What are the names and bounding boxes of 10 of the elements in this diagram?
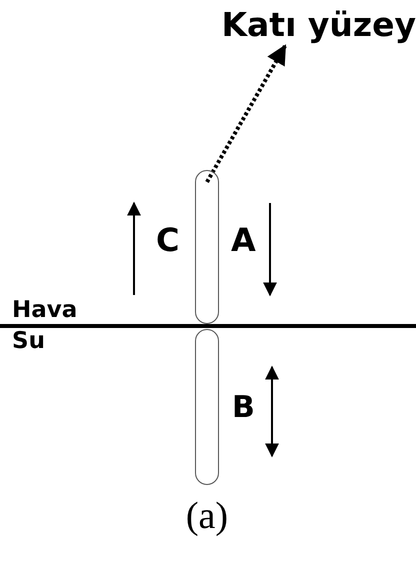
- figure-caption: (a): [184, 497, 230, 535]
- medium-label: Hava: [12, 299, 78, 322]
- plate-outline: [195, 329, 219, 485]
- letter-label: C: [156, 224, 180, 256]
- surface-label: Katı yüzey: [220, 8, 416, 41]
- leader-line: [205, 44, 287, 183]
- letter-label: A: [231, 224, 256, 256]
- letter-label: B: [232, 393, 255, 423]
- plate-outline: [195, 170, 219, 324]
- medium-label: Su: [12, 330, 45, 353]
